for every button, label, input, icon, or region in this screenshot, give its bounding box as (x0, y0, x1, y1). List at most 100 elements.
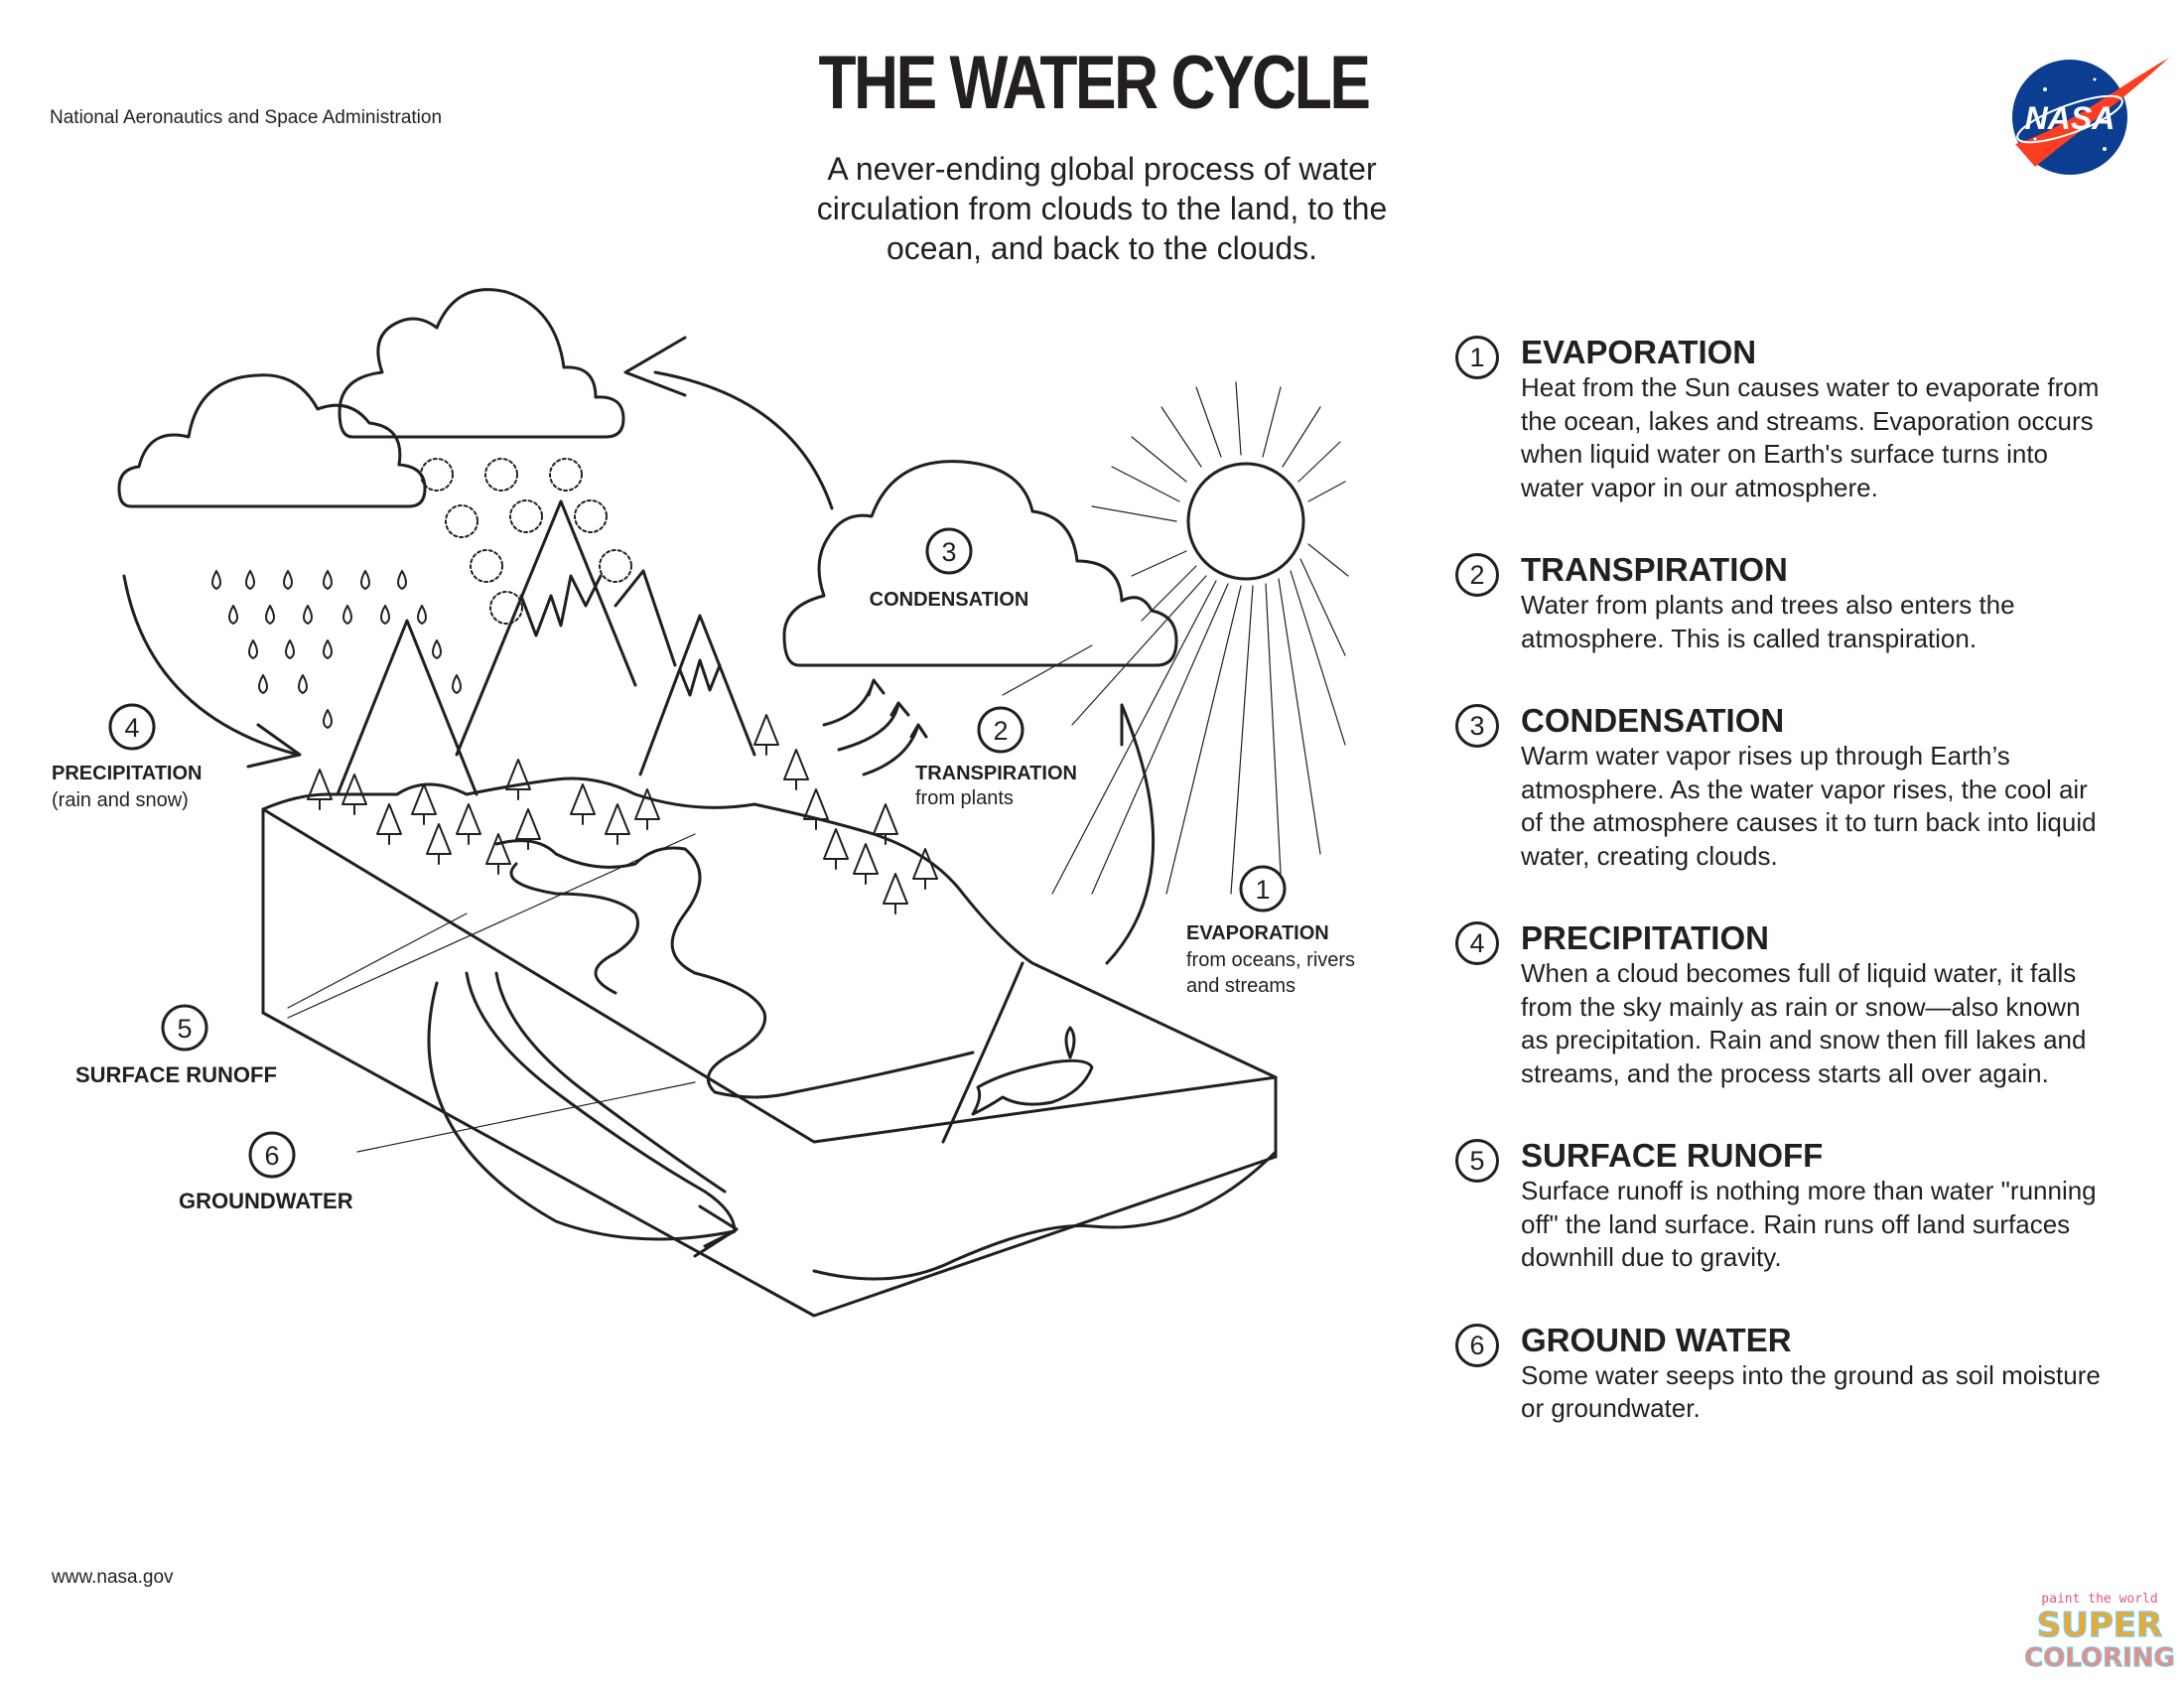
brand-line2: COLORING (2025, 1643, 2174, 1673)
label-title: CONDENSATION (870, 589, 1029, 611)
brand-tagline: paint the world (2041, 1592, 2157, 1607)
water-cycle-diagram: 3 CONDENSATION 2 TRANSPIRATION from plan… (52, 288, 1355, 1318)
mountain-big (455, 499, 637, 757)
legend-title: TRANSPIRATION (1521, 551, 1788, 588)
label-number: 2 (993, 716, 1008, 746)
arrow-transpiration (837, 701, 910, 752)
label-circle (977, 706, 1024, 754)
arrow-evaporation (1105, 703, 1156, 965)
brand-line1: SUPER (2037, 1606, 2162, 1645)
label-number: 1 (1255, 875, 1270, 905)
waterfall (465, 971, 737, 1233)
cloud-top (338, 288, 625, 439)
mountain-right (638, 614, 756, 776)
river (494, 839, 975, 1099)
legend-line: Warm water vapor rises up through Earth’… (1521, 741, 2010, 771)
legend-item-evaporation: 1 EVAPORATION Heat from the Sun causes w… (1455, 334, 2160, 504)
arrow-head (703, 1229, 737, 1248)
legend-line: Some water seeps into the ground as soil… (1521, 1359, 2101, 1390)
legend-line: Heat from the Sun causes water to evapor… (1521, 372, 2100, 402)
mountain-right-cap (678, 658, 722, 697)
legend-line: atmosphere. This is called transpiration… (1521, 623, 1978, 653)
legend-line: streams, and the process starts all over… (1521, 1057, 2049, 1088)
legend-title: EVAPORATION (1521, 334, 1757, 370)
organization-name: National Aeronautics and Space Administr… (50, 107, 443, 128)
label-title: PRECIPITATION (52, 763, 202, 784)
snowflakes (420, 458, 632, 625)
legend-title: PRECIPITATION (1521, 919, 1769, 956)
label-circle (161, 1004, 208, 1052)
legend-line: from the sky mainly as rain or snow—also… (1521, 991, 2081, 1022)
legend-item-precipitation: 4 PRECIPITATION When a cloud becomes ful… (1455, 919, 2160, 1090)
super-coloring-logo: paint the world SUPER COLORING (2025, 1592, 2174, 1674)
legend-title: SURFACE RUNOFF (1521, 1137, 1824, 1174)
whale (971, 1058, 1094, 1116)
mountain-left (336, 619, 478, 796)
legend-line: Surface runoff is nothing more than wate… (1521, 1176, 2097, 1205)
subtitle: A never-ending global process of water c… (784, 149, 1420, 268)
legend-line: Water from plants and trees also enters … (1521, 590, 2015, 620)
label-circle (248, 1131, 296, 1179)
legend-number: 6 (1455, 1323, 1499, 1367)
ocean-surface (941, 961, 1024, 1144)
trees (307, 714, 938, 914)
mountain-small (614, 569, 677, 667)
label-title: SURFACE RUNOFF (75, 1062, 277, 1087)
legend-number: 5 (1455, 1139, 1499, 1183)
waterfall (494, 971, 727, 1194)
label-sub: from oceans, rivers (1186, 949, 1355, 971)
label-circle (925, 527, 973, 575)
legend-line: downhill due to gravity. (1521, 1242, 1782, 1272)
cloud-condensation (782, 460, 1178, 667)
legend-line: When a cloud becomes full of liquid wate… (1521, 958, 2077, 988)
leader-lines (287, 644, 1093, 1153)
legend-line: water vapor in our atmosphere. (1521, 472, 1878, 502)
land-block-front (261, 1011, 1278, 1318)
legend-line: off" the land surface. Rain runs off lan… (1521, 1208, 2071, 1239)
subtitle-line: ocean, and back to the clouds. (886, 230, 1318, 266)
sun-rays (1051, 381, 1349, 895)
arrow-transpiration (862, 723, 928, 776)
label-circle (108, 703, 156, 751)
legend-line: water, creating clouds. (1521, 840, 1778, 871)
footer-url[interactable]: www.nasa.gov (52, 1567, 174, 1588)
cloud-left (117, 373, 427, 508)
arrow-head (693, 1204, 739, 1258)
groundwater-layer (812, 1150, 1278, 1281)
page-title: THE WATER CYCLE (818, 41, 1370, 125)
label-circle (1239, 865, 1287, 913)
legend-title: GROUND WATER (1521, 1321, 1792, 1358)
river (509, 862, 639, 995)
label-number: 4 (124, 713, 139, 743)
legend-number: 4 (1455, 921, 1499, 965)
legend-item-transpiration: 2 TRANSPIRATION Water from plants and tr… (1455, 551, 2160, 655)
arrow-transpiration (822, 678, 886, 727)
whale-spout (1064, 1026, 1076, 1059)
arrow-precipitation (122, 574, 300, 757)
subtitle-line: A never-ending global process of water (827, 151, 1377, 187)
legend-number: 1 (1455, 336, 1499, 379)
legend-line: when liquid water on Earth's surface tur… (1521, 439, 2049, 469)
land-block-front-top (261, 807, 1278, 1144)
sun (1186, 462, 1305, 581)
logo-text: NASA (2025, 100, 2116, 136)
raindrops (211, 570, 462, 729)
land-block-top (261, 776, 1278, 1079)
legend-line: of the atmosphere causes it to turn back… (1521, 807, 2097, 837)
label-number: 5 (177, 1014, 192, 1044)
label-number: 3 (941, 537, 956, 567)
legend-item-ground-water: 6 GROUND WATER Some water seeps into the… (1455, 1322, 2160, 1426)
legend-title: CONDENSATION (1521, 702, 1785, 739)
legend-item-condensation: 3 CONDENSATION Warm water vapor rises up… (1455, 702, 2160, 873)
mountain-snowcap (519, 574, 603, 637)
legend-line: or groundwater. (1521, 1393, 1701, 1423)
arrow-groundwater (427, 981, 737, 1241)
legend-item-surface-runoff: 5 SURFACE RUNOFF Surface runoff is nothi… (1455, 1137, 2160, 1275)
label-number: 6 (264, 1141, 279, 1171)
subtitle-line: circulation from clouds to the land, to … (816, 191, 1388, 226)
arrow-head (246, 723, 302, 769)
legend-line: the ocean, lakes and streams. Evaporatio… (1521, 405, 2094, 436)
nasa-logo: NASA (2012, 58, 2169, 175)
legend-number: 3 (1455, 704, 1499, 748)
label-title: EVAPORATION (1186, 922, 1329, 944)
